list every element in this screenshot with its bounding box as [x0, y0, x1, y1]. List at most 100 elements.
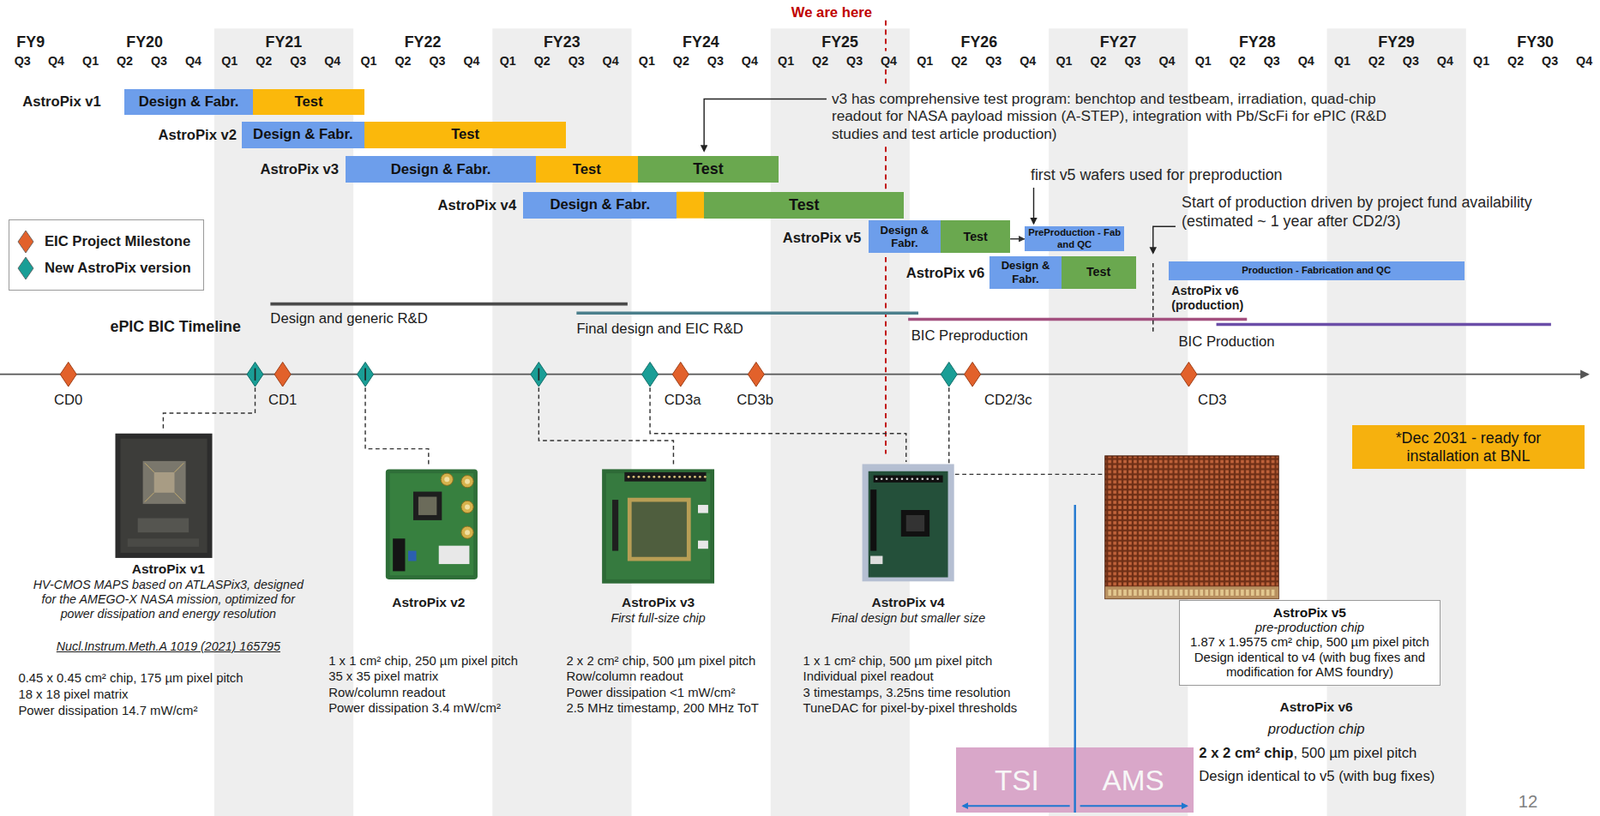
header-pin [911, 477, 915, 481]
fiscal-year: FY27 [1100, 33, 1137, 52]
legend-swatch-frame [17, 229, 35, 254]
photo-leader [538, 387, 674, 468]
bond-pad [1159, 589, 1163, 596]
legend-swatch [18, 230, 34, 253]
design-bar: Design & Fabr. [868, 220, 941, 253]
today-line [884, 20, 887, 52]
quarter: Q2 [673, 54, 690, 69]
sma-pin [444, 476, 450, 482]
design-bar-text: Design & Fabr. [252, 126, 354, 144]
test-bar-text: Test [451, 126, 480, 144]
chip-spec: 0.45 x 0.45 cm² chip, 175 µm pixel pitch [18, 671, 243, 687]
bond-pad [1256, 589, 1260, 596]
header-pin [688, 475, 692, 479]
photo-board [385, 469, 478, 580]
header-pin [657, 475, 661, 479]
photo-leader [949, 387, 1106, 475]
design-bar: Design & Fabr. [124, 89, 253, 116]
header-pin [662, 475, 666, 479]
chip-box-text: pre-production chip [1255, 620, 1365, 637]
chip-socket [413, 492, 442, 521]
foundry-box: TSIAMS [956, 747, 1194, 813]
quarter: Q4 [1437, 54, 1454, 69]
chip-spec: Power dissipation 14.7 mW/cm² [18, 703, 198, 720]
bond-pad [1169, 589, 1173, 596]
photo-board [114, 433, 212, 559]
quarter: Q3 [428, 54, 446, 69]
quarter: Q3 [985, 54, 1002, 69]
bond-pad [1235, 589, 1240, 596]
header-pin [693, 475, 697, 479]
bond-pad [1184, 589, 1189, 596]
quarter: Q2 [534, 54, 551, 69]
sma-connector [461, 475, 474, 488]
chip-description: HV-CMOS MAPS based on ATLASPix3, designe… [30, 577, 308, 622]
version-diamond [357, 361, 374, 387]
bond-pad [1190, 589, 1194, 596]
fiscal-year: FY26 [961, 33, 999, 52]
header-pin [936, 477, 939, 481]
bond-pad [1230, 589, 1234, 596]
callout-leader [703, 98, 827, 151]
bond-pad [1251, 589, 1255, 596]
bond-wire [144, 463, 184, 502]
bond-pad [1148, 589, 1153, 596]
design-bar: Design & Fabr. [523, 192, 677, 219]
header-pin [901, 477, 904, 481]
design-bar-text: Design & Fabr. [549, 196, 650, 214]
pin-header [392, 538, 405, 572]
fiscal-year: FY23 [543, 33, 581, 52]
pin-header [870, 489, 877, 551]
chip-spec: 35 x 35 pixel matrix [328, 669, 439, 686]
chip-spec: 2.5 MHz timestamp, 200 MHz ToT [565, 701, 758, 717]
header-pin [637, 475, 641, 479]
direction-arrow [1080, 805, 1188, 807]
callout-note: first v5 wafers used for preproduction [1030, 166, 1283, 185]
chip-spec: 2 x 2 cm² chip [1198, 745, 1294, 763]
milestone-diamond [672, 361, 689, 387]
quarter: Q3 [846, 54, 863, 69]
header-pin [906, 477, 909, 481]
quarter: Q3 [150, 54, 168, 69]
production-bar-text: Production - Fabrication and QC [1241, 264, 1391, 277]
chip-frame [627, 498, 692, 562]
legend-text: New AstroPix version [44, 259, 192, 277]
chip-box: AstroPix v5pre-production chip1.87 x 1.9… [1178, 600, 1442, 686]
chip-box-text: AstroPix v5 [1273, 605, 1347, 621]
bond-pad [1174, 589, 1179, 596]
chip-die [1105, 456, 1279, 600]
header-pin [667, 475, 671, 479]
test-bar: Test [252, 89, 365, 116]
test-bar-text: Test [788, 196, 819, 215]
quarter: Q4 [324, 54, 341, 69]
test-bar-text: Test [294, 93, 323, 111]
fiscal-year: FY9 [16, 33, 45, 52]
chip-spec: 3 timestamps, 3.25ns time resolution [803, 685, 1011, 702]
header-pin [880, 477, 884, 481]
chip-description: production chip [1268, 721, 1366, 739]
quarter: Q1 [1473, 54, 1490, 69]
header-pin [673, 475, 676, 479]
production-bar: Production - Fabrication and QC [1168, 261, 1465, 282]
header-pin [931, 477, 934, 481]
quarter: Q3 [707, 54, 724, 69]
quarter: Q1 [777, 54, 794, 69]
bond-pad [1204, 589, 1209, 596]
quarter: Q4 [602, 54, 620, 69]
fiscal-year: FY30 [1516, 33, 1554, 52]
chip-description: First full-size chip [610, 611, 705, 626]
milestone-label: CD3b [736, 391, 774, 410]
row-label: AstroPix v5 [782, 229, 862, 247]
header-pin [647, 475, 650, 479]
photo-leader [365, 387, 429, 468]
bond-pad [1179, 589, 1184, 596]
design-bar: Design & Fabr. [241, 121, 365, 149]
quarter: Q3 [1263, 54, 1281, 69]
photo-board [120, 439, 207, 554]
quarter: Q4 [185, 54, 202, 69]
header-pin [703, 475, 707, 479]
chip-box-text: 1.87 x 1.9575 cm² chip, 500 µm pixel pit… [1190, 635, 1430, 651]
quarter: Q2 [394, 54, 411, 69]
quarter: Q4 [1158, 54, 1175, 69]
foundry-box-text: AMS [1075, 763, 1192, 798]
